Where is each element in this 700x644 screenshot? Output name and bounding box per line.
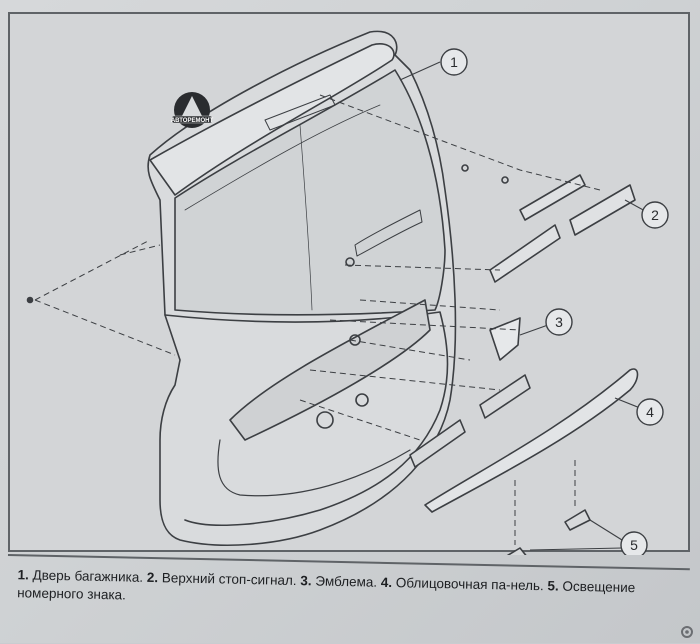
callout-2-label: 2 xyxy=(651,207,659,223)
license-light-left xyxy=(409,419,466,468)
caption-num-1: 1. xyxy=(17,567,29,583)
license-light-socket xyxy=(506,547,527,555)
license-recess xyxy=(229,299,431,441)
brake-light-housing xyxy=(569,184,636,236)
caption-num-4: 4. xyxy=(380,574,393,591)
callout-5: 5 xyxy=(620,531,648,555)
license-light-right xyxy=(479,374,531,419)
callout-1: 1 xyxy=(440,48,468,76)
caption-text-4: Облицовочная па-нель. xyxy=(391,575,548,594)
brake-light-bracket xyxy=(489,224,561,283)
fastener xyxy=(501,176,509,184)
caption-text-2: Верхний стоп-сигнал. xyxy=(157,570,301,589)
caption-num-3: 3. xyxy=(300,573,312,589)
caption-text-1: Дверь багажника. xyxy=(28,567,147,585)
callout-2: 2 xyxy=(641,201,669,229)
fastener xyxy=(26,296,34,304)
logo-badge: АВТОРЕМОНТ xyxy=(171,92,214,128)
license-light-socket xyxy=(564,509,591,531)
fastener xyxy=(345,257,355,267)
spoiler xyxy=(149,43,395,196)
caption-num-2: 2. xyxy=(146,569,159,586)
rear-window xyxy=(174,69,446,316)
fastener xyxy=(461,164,469,172)
callout-5-label: 5 xyxy=(630,537,638,553)
fastener xyxy=(355,393,369,407)
callout-4-label: 4 xyxy=(646,404,654,420)
lower-panel xyxy=(164,311,449,526)
callout-4: 4 xyxy=(636,398,664,426)
gear-icon xyxy=(681,626,693,638)
trim-panel xyxy=(424,368,639,513)
caption-num-5: 5. xyxy=(547,578,559,594)
brake-light-lens xyxy=(519,174,586,221)
emblem xyxy=(489,317,521,361)
callout-3: 3 xyxy=(545,308,573,336)
fastener xyxy=(316,411,334,429)
callout-1-label: 1 xyxy=(450,54,458,70)
logo-text: АВТОРЕМОНТ xyxy=(171,118,214,124)
callout-3-label: 3 xyxy=(555,314,563,330)
exploded-view-diagram: 1 2 3 4 5 АВТОРЕМОНТ xyxy=(26,30,669,555)
caption-text-3: Эмблема. xyxy=(311,573,382,590)
figure-caption: 1. Дверь багажника. 2. Верхний стоп-сигн… xyxy=(6,554,690,644)
